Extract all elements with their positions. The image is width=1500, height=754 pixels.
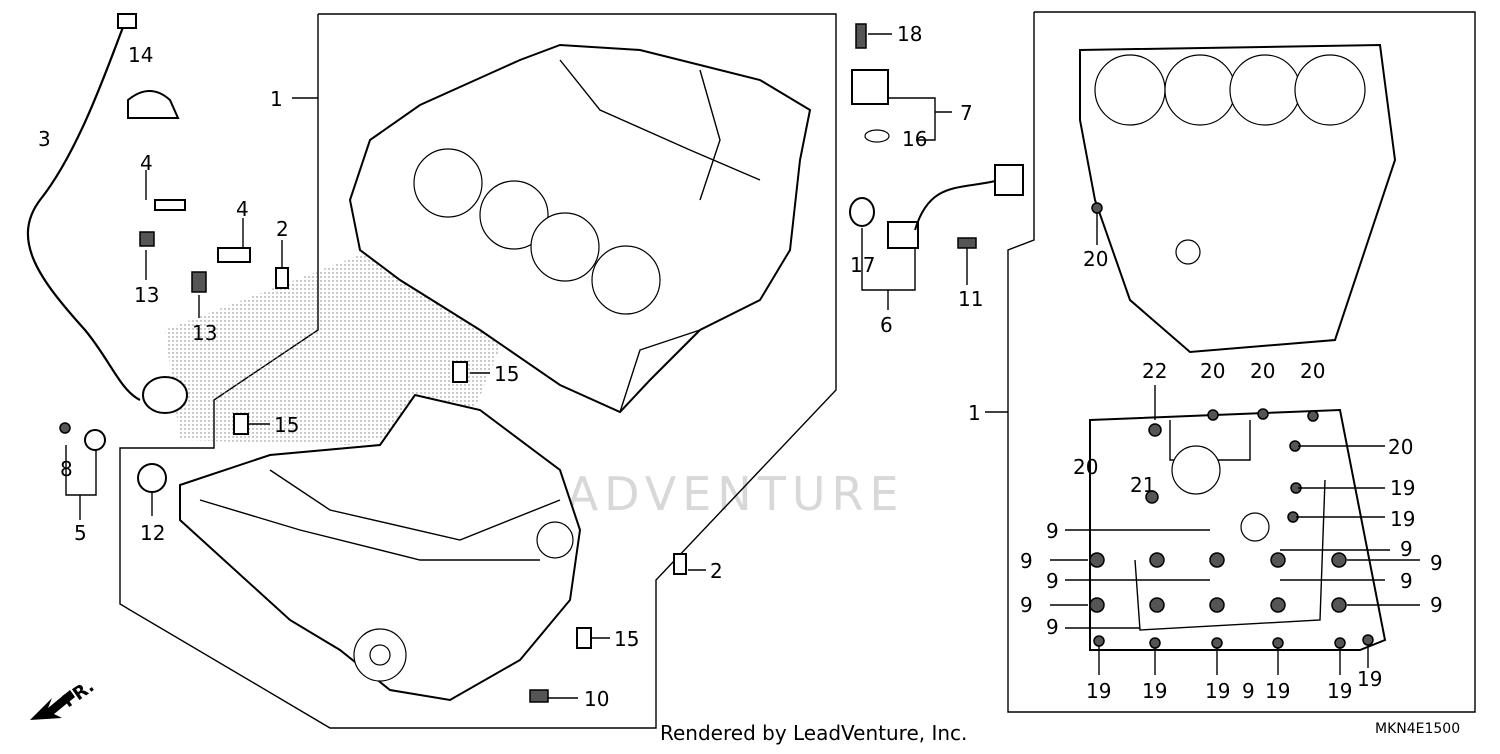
callout-label: 9 (1242, 679, 1255, 703)
bolt-10 (529, 689, 549, 703)
callout-label: 1 (968, 401, 981, 425)
front-arrow: FR. (30, 676, 98, 720)
harness-connector (117, 13, 137, 29)
sensor-connector (994, 164, 1024, 196)
callout-label: 16 (902, 127, 927, 151)
callout-label: 18 (897, 22, 922, 46)
callout-label: 12 (140, 521, 165, 545)
callout-label: 15 (274, 413, 299, 437)
callout-label: 8 (60, 457, 73, 481)
callout-label: 20 (1388, 435, 1413, 459)
dowel-15c (576, 627, 592, 649)
callout-label: 19 (1086, 679, 1111, 703)
leader-lines (65, 33, 1420, 699)
callout-label: 17 (850, 253, 875, 277)
group-frame-right (1007, 11, 1476, 713)
dowel-2b (673, 553, 687, 575)
callout-label: 9 (1020, 549, 1033, 573)
callout-label: 14 (128, 43, 153, 67)
callout-label: 20 (1073, 455, 1098, 479)
callout-label: 9 (1400, 569, 1413, 593)
callout-label: 19 (1390, 507, 1415, 531)
callout-label: 15 (614, 627, 639, 651)
callout-label: 20 (1250, 359, 1275, 383)
callout-label: 9 (1046, 569, 1059, 593)
callout-label: 19 (1357, 667, 1382, 691)
callout-label: 13 (192, 321, 217, 345)
callout-label: 22 (1142, 359, 1167, 383)
callout-label: 6 (880, 313, 893, 337)
top-view-crankcase (1079, 43, 1397, 354)
callout-label: 20 (1300, 359, 1325, 383)
ghost-shading (165, 255, 520, 445)
callout-label: 9 (1400, 537, 1413, 561)
bracket-4b (217, 247, 251, 263)
callout-label: 10 (584, 687, 609, 711)
callout-label: 4 (236, 197, 249, 221)
clamp (127, 90, 180, 119)
diagram-code: MKN4E1500 (1375, 721, 1460, 737)
callout-label: 19 (1327, 679, 1352, 703)
callout-label: 9 (1046, 519, 1059, 543)
switch-5 (84, 429, 106, 451)
callout-label: 9 (1046, 615, 1059, 639)
bottom-view-crankcase (1089, 408, 1387, 651)
washer-8 (59, 422, 71, 434)
callout-label: 1 (270, 87, 283, 111)
bracket-4a (154, 199, 186, 211)
callout-label: 11 (958, 287, 983, 311)
callout-label: 7 (960, 101, 973, 125)
sensor-6 (887, 221, 919, 249)
harness-grommet (142, 376, 188, 414)
sensor-wire (914, 179, 1001, 231)
bolt-markers-right (1089, 202, 1374, 649)
render-credit: Rendered by LeadVenture, Inc. (660, 721, 967, 745)
bolt-13b (191, 271, 207, 293)
o-ring-16 (864, 129, 890, 143)
callout-label: 20 (1200, 359, 1225, 383)
lower-crankcase (179, 393, 582, 702)
callout-label: 13 (134, 283, 159, 307)
callout-label: 21 (1130, 473, 1155, 497)
sensor-7 (851, 69, 889, 105)
callout-label: 9 (1430, 551, 1443, 575)
callout-label: 2 (276, 217, 289, 241)
callout-label: 19 (1265, 679, 1290, 703)
callout-label: 3 (38, 127, 51, 151)
callout-label: 5 (74, 521, 87, 545)
callout-label: 9 (1430, 593, 1443, 617)
callout-label: 19 (1205, 679, 1230, 703)
bolt-13a (139, 231, 155, 247)
bolt-11 (957, 237, 977, 249)
bolt-18 (855, 23, 867, 49)
callout-label: 4 (140, 151, 153, 175)
callout-label: 9 (1020, 593, 1033, 617)
front-direction-label: FR. (59, 676, 98, 712)
callout-label: 19 (1390, 476, 1415, 500)
callout-labels: 1 1 2 2 3 4 4 5 6 7 8 10 11 12 13 13 14 … (38, 22, 1443, 711)
callout-label: 19 (1142, 679, 1167, 703)
callout-label: 15 (494, 362, 519, 386)
plug-12 (137, 463, 167, 493)
dowel-15a (452, 361, 468, 383)
seal-17 (849, 197, 875, 227)
callout-label: 2 (710, 559, 723, 583)
callout-label: 20 (1083, 247, 1108, 271)
dowel-2a (275, 267, 289, 289)
wire-harness (26, 21, 141, 401)
dowel-15b (233, 413, 249, 435)
upper-crankcase (348, 43, 812, 414)
